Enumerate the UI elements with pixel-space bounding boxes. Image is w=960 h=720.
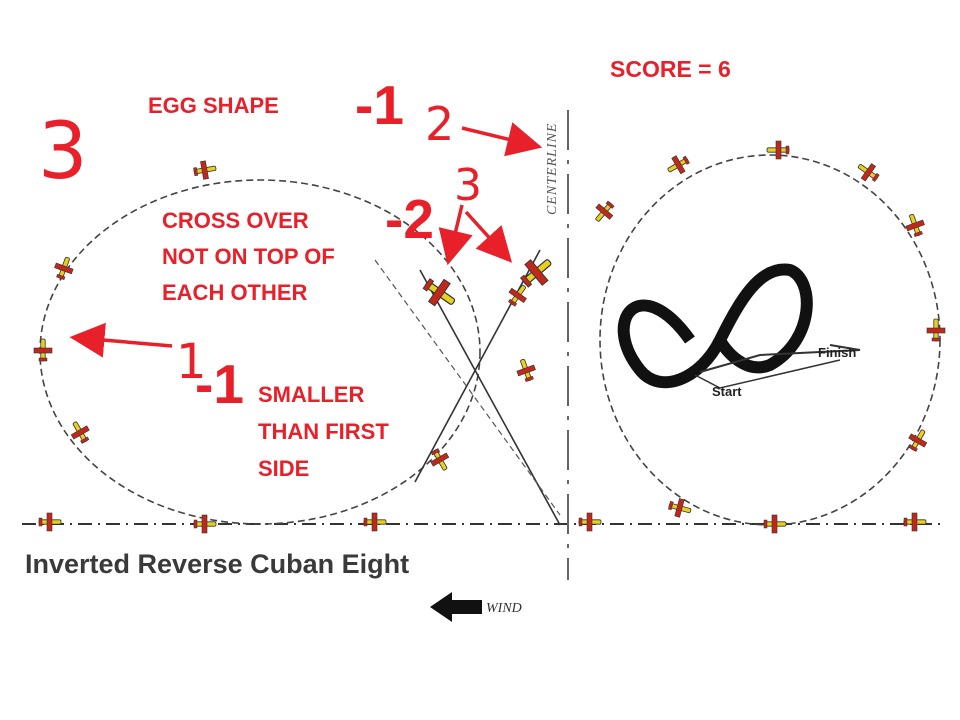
planes (33, 140, 946, 534)
plane-marker (33, 338, 53, 362)
cross-line-a (419, 269, 561, 526)
plane-marker (663, 151, 693, 179)
plane-marker (38, 512, 62, 532)
egg-shape-arrow (461, 122, 543, 157)
wind-label: WIND (486, 601, 522, 616)
cross-over-marker: 3 (454, 160, 482, 211)
inset-illustration: Start Finish (617, 263, 861, 399)
egg-shape-label: EGG SHAPE (148, 93, 279, 118)
plane-marker (589, 197, 619, 227)
plane-marker (578, 512, 602, 532)
wind-indicator: WIND (430, 592, 522, 622)
plane-marker (192, 158, 218, 182)
score-text: SCORE = 6 (610, 56, 731, 82)
inset-finish-label: Finish (818, 345, 856, 360)
smaller-line-2: THAN FIRST (258, 419, 389, 444)
smaller-line-3: SIDE (258, 456, 309, 481)
plane-marker (51, 254, 77, 282)
cross-over-line-3: EACH OTHER (162, 280, 308, 305)
plane-marker (903, 512, 927, 532)
egg-shape-penalty: -1 (355, 74, 404, 136)
cross-line-b (414, 249, 541, 483)
plane-marker (926, 318, 946, 342)
inset-start-label: Start (712, 384, 742, 399)
cross-over-line-2: NOT ON TOP OF (162, 244, 335, 269)
smaller-line-1: SMALLER (258, 382, 364, 407)
smaller-penalty: -1 (195, 353, 244, 415)
smaller-arrow (69, 322, 173, 358)
cross-over-line-1: CROSS OVER (162, 208, 309, 233)
cross-over-penalty: -2 (385, 188, 434, 250)
plane-marker (902, 211, 928, 239)
centerline-label: CENTERLINE (545, 123, 560, 215)
plane-marker (513, 356, 539, 384)
diagram-title: Inverted Reverse Cuban Eight (25, 549, 409, 579)
right-loop (599, 154, 941, 526)
cross-over-arrow-right (464, 210, 513, 263)
smaller-marker: 1 (176, 334, 207, 390)
wind-arrow-icon (430, 592, 482, 622)
plane-marker (666, 496, 694, 520)
manoeuvre-number: 3 (38, 107, 88, 197)
cross-over-arrow-left (438, 204, 473, 266)
cross-line-c (374, 259, 561, 516)
plane-marker (66, 417, 94, 447)
plane-marker (763, 514, 787, 534)
egg-shape-marker: 2 (425, 97, 454, 151)
plane-marker (363, 512, 387, 532)
plane-marker (193, 514, 217, 534)
